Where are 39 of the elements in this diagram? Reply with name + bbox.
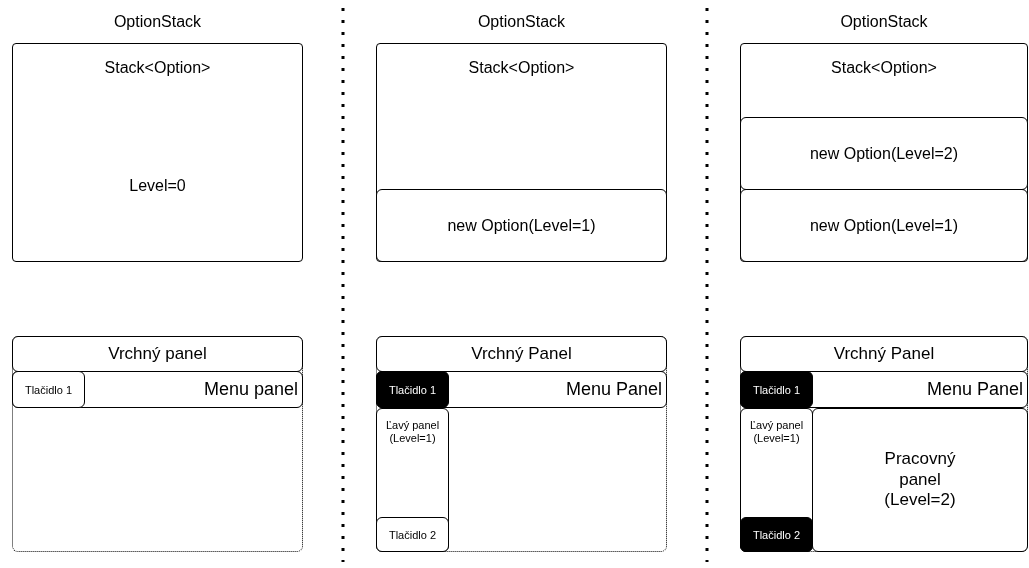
panel-label: Ľavý panel (Level=1) [748, 419, 805, 446]
panel-label: Ľavý panel (Level=1) [384, 419, 441, 446]
stack-heading: OptionStack [476, 12, 567, 32]
menu-panel [12, 371, 303, 408]
menu-panel [376, 371, 667, 408]
panel-label: new Option(Level=1) [809, 215, 959, 236]
stack-heading: OptionStack [112, 12, 203, 32]
window-frame [740, 336, 1028, 552]
stack-label: Stack<Option> [103, 58, 212, 78]
left-panel [376, 408, 449, 552]
top-panel [12, 336, 303, 372]
stack-label: Stack<Option> [830, 58, 938, 78]
stack-heading: OptionStack [839, 12, 929, 32]
option-box [376, 189, 667, 262]
stack-label: Stack<Option> [467, 58, 576, 78]
option-box [740, 189, 1028, 262]
menu-panel [740, 371, 1028, 408]
button: Tlačidlo 1 [740, 371, 813, 408]
window-frame [376, 336, 667, 552]
button: Tlačidlo 2 [376, 517, 449, 552]
panel-label: Vrchný Panel [833, 343, 935, 365]
button: Tlačidlo 2 [740, 517, 813, 552]
work-panel [812, 408, 1028, 552]
panel-label: new Option(Level=2) [809, 143, 959, 164]
button: Tlačidlo 1 [12, 371, 85, 408]
button: Tlačidlo 1 [376, 371, 449, 408]
panel-label: Menu Panel [926, 378, 1023, 401]
panel-label: Menu panel [203, 378, 298, 401]
window-frame [12, 336, 303, 552]
panel-label: new Option(Level=1) [447, 215, 596, 236]
top-panel [376, 336, 667, 372]
panel-label: Vrchný panel [108, 343, 207, 365]
option-box [740, 117, 1028, 190]
top-panel [740, 336, 1028, 372]
level-label: Level=0 [128, 176, 187, 196]
panel-label: Vrchný Panel [471, 343, 572, 365]
left-panel [740, 408, 813, 552]
panel-label: Menu Panel [565, 378, 662, 401]
panel-label: Pracovný panel (Level=2) [883, 449, 957, 511]
